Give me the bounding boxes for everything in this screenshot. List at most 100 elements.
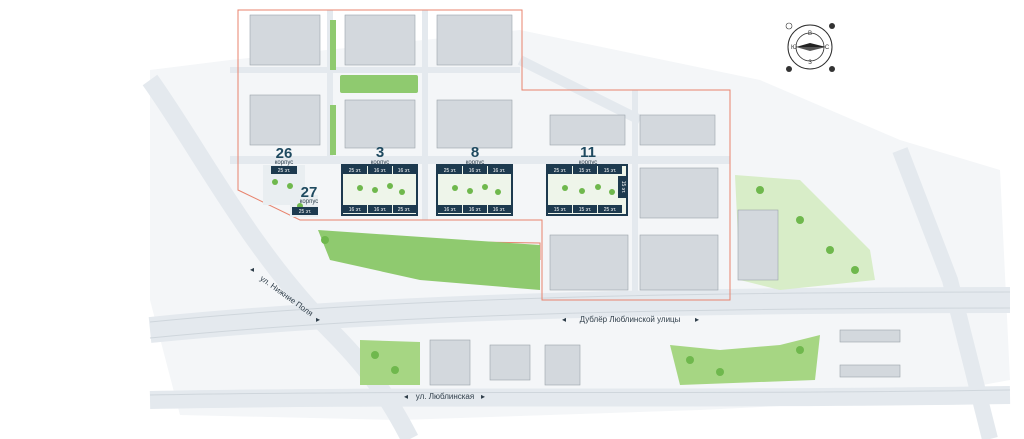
floor-tag (368, 205, 392, 213)
floor-tag (368, 166, 392, 174)
tree (357, 185, 363, 191)
building-number-11[interactable]: 11 (580, 144, 596, 161)
floor-tag (573, 205, 597, 213)
tree (272, 179, 278, 185)
sun-icon (785, 22, 793, 30)
floor-tag-26-1 (271, 166, 297, 174)
block-c-8 (639, 114, 716, 146)
floor-tags: 25 эт. 25 эт. 25 эт. 16 эт. 16 эт. 16 эт… (271, 166, 626, 215)
building-label-11: корпус (579, 160, 598, 166)
block-n-3 (436, 14, 513, 66)
block-c-7 (549, 114, 626, 146)
tree (562, 185, 568, 191)
tree (387, 183, 393, 189)
tree (467, 188, 473, 194)
block-s-11 (639, 234, 719, 291)
building-number-26[interactable]: 26 (276, 145, 293, 162)
floor-tag-text: 16 эт. (444, 207, 457, 213)
tree (609, 189, 615, 195)
floor-tag-text: 15 эт. (579, 168, 592, 174)
arrow-left-icon: ◂ (404, 392, 408, 401)
road-line-3 (149, 389, 1011, 396)
building-number-27[interactable]: 27 (301, 184, 318, 201)
tree (452, 185, 458, 191)
floor-tag-text: 16 эт. (374, 207, 387, 213)
road-line-1 (149, 291, 1011, 323)
road-dubler (148, 287, 1011, 343)
floor-tag-text: 25 эт. (398, 207, 411, 213)
compass-west: З (808, 60, 812, 66)
arrow-left-icon: ◂ (250, 265, 254, 274)
tree (372, 187, 378, 193)
compass-east: В (808, 31, 812, 37)
street-label-lyublinskaya: ул. Люблинская (416, 392, 474, 401)
moon-icon (829, 66, 835, 72)
block-s-10 (549, 234, 629, 291)
road-line-2 (149, 307, 1011, 339)
floor-tag (598, 205, 622, 213)
compass-north: С (825, 45, 830, 51)
moon-icon (786, 66, 792, 72)
block-nw-4 (249, 94, 321, 146)
floor-tag-text: 16 эт. (493, 168, 506, 174)
green-park-south (318, 230, 540, 290)
building-label-26: корпус (275, 160, 294, 166)
floor-tag (488, 166, 511, 174)
floor-tag-text: 15 эт. (620, 181, 626, 194)
compass: В З Ю С (785, 22, 835, 72)
road-nizhnie-polya (142, 74, 419, 439)
compass-south: Ю (791, 45, 797, 51)
green-strip-2 (330, 105, 336, 155)
floor-tag-text: 25 эт. (278, 168, 291, 174)
block-sw-13 (429, 339, 471, 386)
compass-arrow-icon (796, 43, 826, 47)
compass-ring (787, 24, 833, 70)
building-label-27: корпус (300, 199, 319, 205)
block-e-9 (639, 167, 719, 219)
tree (716, 368, 724, 376)
floor-tag (393, 166, 416, 174)
block-e-12 (737, 209, 779, 281)
tree (851, 266, 859, 274)
building-labels: 26 корпус 27 корпус 3 корпус 8 корпус 11… (275, 144, 598, 205)
floor-tag-text: 25 эт. (444, 168, 457, 174)
floor-tag-text: 25 эт. (299, 209, 312, 215)
floor-tag-text: 25 эт. (349, 168, 362, 174)
block-sw-14 (489, 344, 531, 381)
floor-tag-text: 16 эт. (469, 207, 482, 213)
floor-tag (598, 166, 622, 174)
tree (287, 183, 293, 189)
building-label-8: корпус (466, 160, 485, 166)
floor-tag-text: 16 эт. (349, 207, 362, 213)
building-number-3[interactable]: 3 (376, 144, 384, 161)
floor-tag-text: 16 эт. (374, 168, 387, 174)
green-strip-1 (330, 20, 336, 70)
green-lawn-north (340, 75, 418, 93)
tree (371, 351, 379, 359)
tree (756, 186, 764, 194)
floor-tag-vertical (618, 176, 626, 198)
floor-tag (463, 205, 487, 213)
floor-tag (548, 205, 572, 213)
floor-tag (438, 166, 462, 174)
tree (579, 188, 585, 194)
block-nw-1 (249, 14, 321, 66)
arrow-right-icon: ▸ (695, 315, 699, 324)
floor-tag-text: 16 эт. (398, 168, 411, 174)
floor-tag-text: 16 эт. (469, 168, 482, 174)
floor-tag (548, 166, 572, 174)
floor-tag (393, 205, 416, 213)
tree (321, 236, 329, 244)
tree (796, 346, 804, 354)
floor-tag-text: 25 эт. (554, 168, 567, 174)
tree (482, 184, 488, 190)
building-number-8[interactable]: 8 (471, 144, 479, 161)
block-se-17 (839, 364, 901, 378)
green-square-se (670, 335, 820, 385)
tree (399, 189, 405, 195)
tree (391, 366, 399, 374)
green-square-sw (360, 340, 420, 385)
arrow-right-icon: ▸ (481, 392, 485, 401)
block-n-2 (344, 14, 416, 66)
